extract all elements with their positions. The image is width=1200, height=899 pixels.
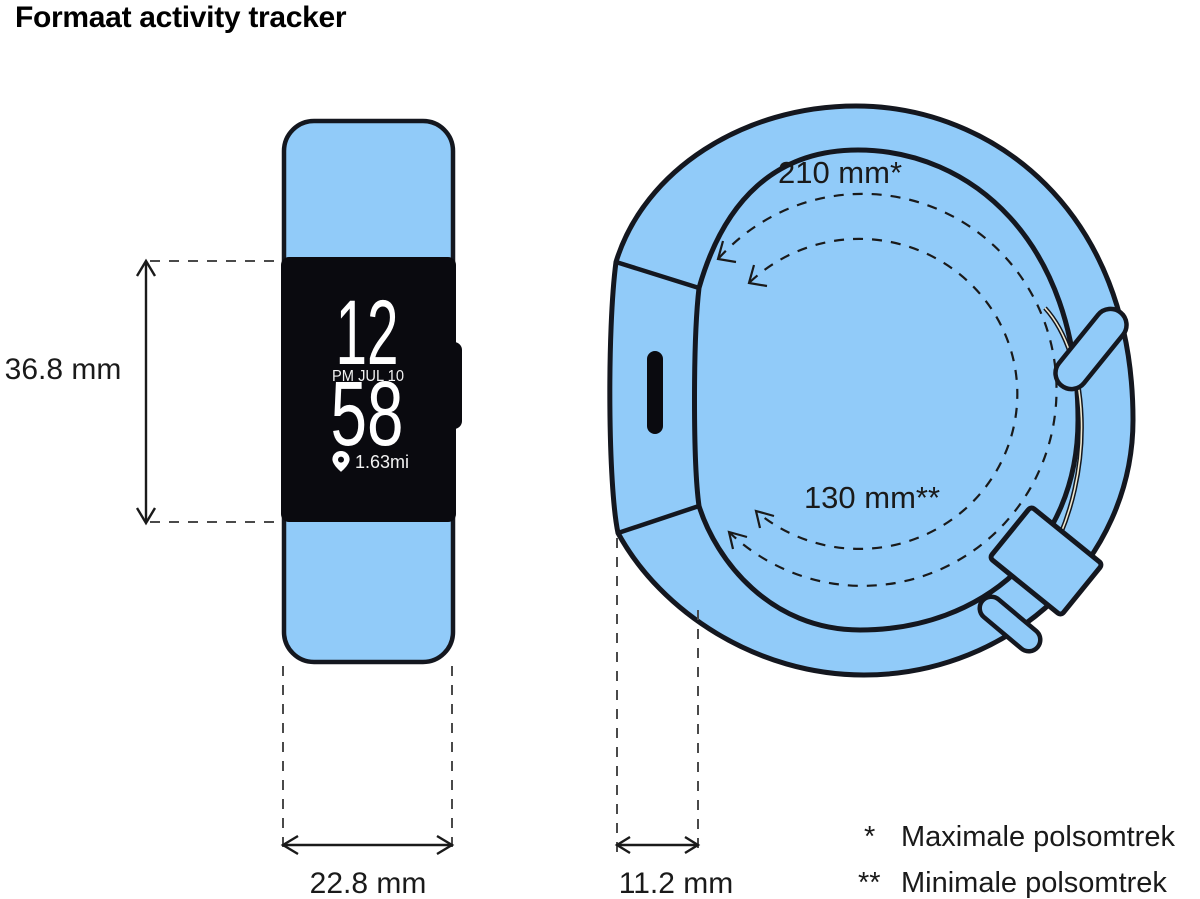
- arrow-up-icon: [135, 258, 157, 277]
- side-view: 210 mm* 130 mm**: [607, 103, 1136, 678]
- strap-tip: [977, 594, 1043, 654]
- min-circumference-arc: [749, 237, 1019, 550]
- thickness-dimension-label: 11.2 mm: [619, 867, 733, 899]
- max-circumference-label: 210 mm*: [778, 155, 902, 190]
- arrow-right-icon: [684, 835, 701, 855]
- min-circumference-label: 130 mm**: [804, 480, 940, 515]
- page-title: Formaat activity tracker: [15, 1, 347, 34]
- arc-arrowhead-icon: [716, 240, 737, 264]
- buckle: [988, 505, 1104, 617]
- legend-symbol: **: [858, 867, 881, 899]
- strap-separation-gap: [1044, 307, 1083, 561]
- front-width-dimension: 22.8 mm: [280, 666, 455, 899]
- legend: * Maximale polsomtrek ** Minimale polsom…: [858, 821, 1175, 899]
- width-dimension-label: 22.8 mm: [310, 867, 427, 899]
- screen-time-hours: 12: [336, 282, 399, 384]
- module-facet-bottom: [617, 503, 700, 536]
- front-view: 12 PM JUL 10 58 1.63mi: [281, 118, 462, 665]
- arc-arrowhead-icon: [747, 264, 768, 288]
- legend-label: Minimale polsomtrek: [901, 867, 1167, 899]
- module-facet-top: [615, 259, 700, 291]
- height-dimension-label: 36.8 mm: [5, 353, 122, 386]
- legend-label: Maximale polsomtrek: [901, 821, 1175, 853]
- side-thickness-dimension: 11.2 mm: [614, 538, 733, 899]
- screen-date: PM JUL 10: [332, 368, 404, 385]
- location-pin-hole: [338, 456, 344, 463]
- arc-arrowhead-icon: [754, 509, 775, 529]
- screen-distance: 1.63mi: [355, 452, 409, 472]
- arrow-down-icon: [135, 507, 157, 526]
- legend-symbol: *: [864, 821, 875, 853]
- strap-tail-end: [1053, 306, 1129, 392]
- screen-time-minutes: 58: [331, 363, 404, 465]
- tracker-screen: [281, 257, 456, 522]
- arrow-right-icon: [436, 834, 455, 856]
- max-circumference-arc: [718, 192, 1058, 587]
- arrow-left-icon: [280, 834, 299, 856]
- side-button-pill: [647, 351, 663, 434]
- front-height-dimension: 36.8 mm: [5, 258, 281, 526]
- arrow-left-icon: [614, 835, 631, 855]
- arc-arrowhead-icon: [727, 530, 748, 550]
